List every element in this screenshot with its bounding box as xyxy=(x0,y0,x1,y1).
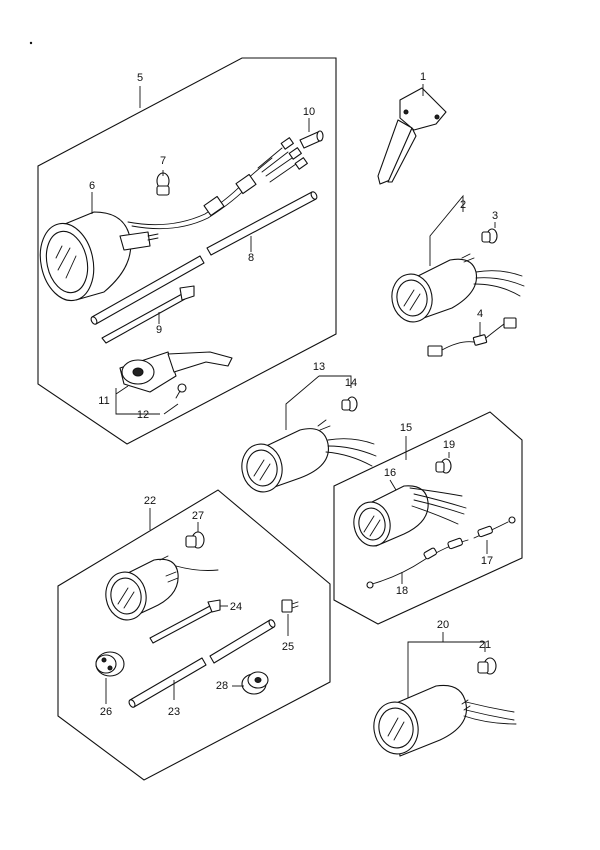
leader-20 xyxy=(407,632,486,702)
callout-11: 11 xyxy=(98,395,109,407)
part-28-grommet xyxy=(241,671,269,695)
callout-24: 24 xyxy=(230,601,242,613)
callout-28: 28 xyxy=(216,680,228,692)
callout-8: 8 xyxy=(248,252,254,264)
callout-6: 6 xyxy=(89,180,95,192)
group-box-15 xyxy=(333,411,523,625)
part-19-bulb xyxy=(435,458,452,474)
callout-12: 12 xyxy=(137,409,149,421)
callout-27: 27 xyxy=(192,510,204,522)
callout-2: 2 xyxy=(460,199,466,211)
part-8-hose xyxy=(90,191,318,325)
part-12-screw xyxy=(175,383,187,399)
callout-18: 18 xyxy=(396,585,408,597)
callout-4: 4 xyxy=(477,308,483,320)
callout-5: 5 xyxy=(137,72,143,84)
callout-10: 10 xyxy=(303,106,315,118)
group-box-5 xyxy=(37,57,337,445)
leader-11 xyxy=(115,385,160,415)
callout-16: 16 xyxy=(384,467,396,479)
callout-19: 19 xyxy=(443,439,455,451)
callout-23: 23 xyxy=(168,706,180,718)
part-22-gauge xyxy=(105,555,219,621)
part-21-bulb xyxy=(477,657,497,675)
callout-1: 1 xyxy=(420,71,426,83)
part-6-gauge xyxy=(39,211,159,302)
part-10-connector xyxy=(299,130,324,149)
part-17-lead xyxy=(473,516,516,539)
part-11-sender xyxy=(119,351,233,393)
part-27-bulb xyxy=(185,531,205,549)
corner-mark xyxy=(29,41,33,45)
part-5-harness xyxy=(127,137,308,230)
part-14-bulb xyxy=(341,396,358,412)
callout-25: 25 xyxy=(282,641,294,653)
callout-13: 13 xyxy=(313,361,325,373)
part-16-gauge xyxy=(353,485,467,547)
leader-13 xyxy=(285,375,352,430)
part-3-bulb xyxy=(481,228,498,244)
part-26-grommet xyxy=(95,651,125,677)
part-1-bracket xyxy=(377,87,447,185)
callout-21: 21 xyxy=(479,639,491,651)
callout-7: 7 xyxy=(160,155,166,167)
part-25-fitting xyxy=(281,599,299,613)
part-20-gauge xyxy=(373,684,517,757)
part-7-bulb xyxy=(156,172,170,196)
callout-3: 3 xyxy=(492,210,498,222)
part-24-tie xyxy=(149,599,221,644)
part-23-hose xyxy=(128,619,276,708)
part-9-cable-tie xyxy=(101,285,195,344)
leader-16 xyxy=(389,479,397,491)
group-box-22 xyxy=(57,489,331,781)
callout-9: 9 xyxy=(156,324,162,336)
part-13-gauge xyxy=(241,419,377,493)
callout-14: 14 xyxy=(345,377,357,389)
callout-17: 17 xyxy=(481,555,493,567)
leader-2 xyxy=(429,194,464,266)
part-2-gauge xyxy=(391,253,525,323)
callout-20: 20 xyxy=(437,619,449,631)
leader-12 xyxy=(163,403,179,415)
part-18-harness xyxy=(366,537,469,589)
callout-26: 26 xyxy=(100,706,112,718)
callout-22: 22 xyxy=(144,495,156,507)
callout-15: 15 xyxy=(400,422,412,434)
part-4-connector xyxy=(427,317,517,357)
